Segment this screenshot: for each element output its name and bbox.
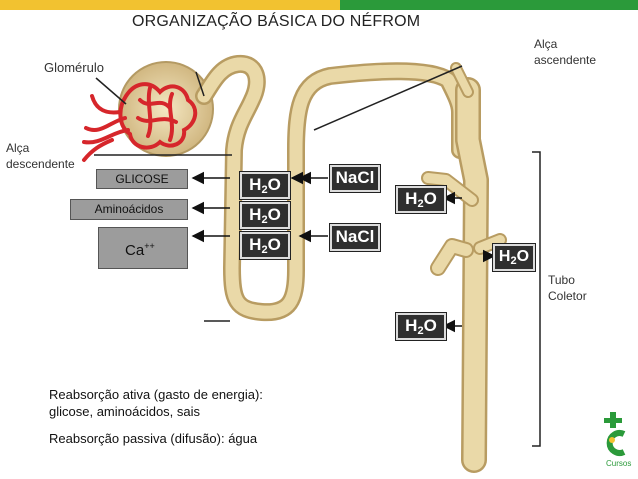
h2o-tag: H2O <box>395 312 447 341</box>
top-color-bar <box>0 0 638 12</box>
label-tubo-coletor: Tubo Coletor <box>548 272 587 304</box>
arrows <box>191 171 496 333</box>
label-alca-descendente: Alça descendente <box>6 140 75 172</box>
tubo-coletor-bracket <box>532 151 541 447</box>
logo-icon <box>604 412 626 456</box>
glomerulus-capillaries <box>82 82 198 162</box>
calcio-symbol: Ca <box>125 242 145 259</box>
label-tubo-line1: Tubo <box>548 273 575 287</box>
label-tubo-line2: Coletor <box>548 289 587 303</box>
h2o-tag: H2O <box>239 231 291 260</box>
label-alca-ascendente: Alça ascendente <box>534 36 596 68</box>
leader-glomerulo <box>95 77 127 105</box>
solute-aminoacidos: Aminoácidos <box>70 199 188 220</box>
nacl-tag: NaCl <box>329 164 381 193</box>
top-bar-green <box>340 0 638 10</box>
leader-capsule-top <box>195 71 205 97</box>
h2o-tag: H2O <box>492 243 536 272</box>
note-line2: glicose, aminoácidos, sais <box>49 404 201 419</box>
h2o-tag: H2O <box>395 185 447 214</box>
note-line3: Reabsorção passiva (difusão): água <box>49 431 258 446</box>
top-bar-yellow <box>0 0 340 10</box>
label-alca-desc-line2: descendente <box>6 157 75 171</box>
calcio-charge: ++ <box>144 241 155 251</box>
logo-text: Cursos <box>606 459 632 468</box>
note-line1: Reabsorção ativa (gasto de energia): <box>49 387 263 402</box>
nephron-tubule <box>195 54 507 473</box>
solute-glicose: GLICOSE <box>96 169 188 189</box>
diagram-title: ORGANIZAÇÃO BÁSICA DO NÉFROM <box>132 13 421 30</box>
label-alca-asc-line1: Alça <box>534 37 558 51</box>
leader-alca-asc <box>313 65 463 131</box>
leader-lines <box>94 65 463 322</box>
label-glomerulo: Glomérulo <box>44 60 104 75</box>
h2o-tag: H2O <box>239 171 291 200</box>
nacl-tag: NaCl <box>329 223 381 252</box>
solute-calcio: Ca++ <box>98 227 188 269</box>
h2o-tag: H2O <box>239 201 291 230</box>
label-alca-asc-line2: ascendente <box>534 53 597 67</box>
label-alca-desc-line1: Alça <box>6 141 30 155</box>
